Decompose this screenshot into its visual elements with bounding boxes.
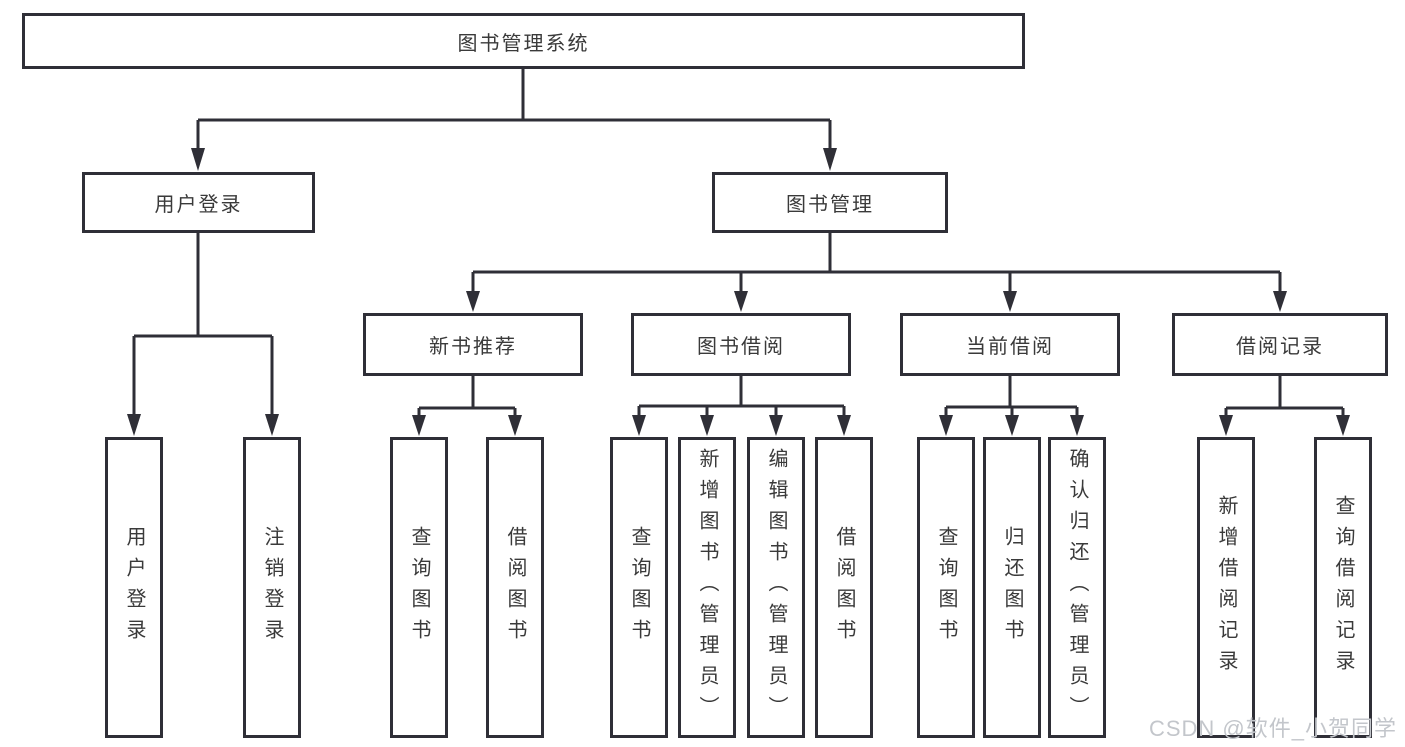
node-current-borrowing: 当前借阅	[900, 313, 1120, 376]
leaf-query-books-current: 查询图书	[917, 437, 975, 738]
leaf-borrow-books-recommend: 借阅图书	[486, 437, 544, 738]
leaf-return-book: 归还图书	[983, 437, 1041, 738]
arrowhead-down-icon	[412, 415, 522, 436]
node-borrowing-records: 借阅记录	[1172, 313, 1388, 376]
arrowhead-down-icon	[632, 415, 851, 436]
leaf-add-borrow-record: 新增借阅记录	[1197, 437, 1255, 738]
connector-book-management-to-level3	[466, 233, 1287, 312]
connector-new-book-recommend-to-leaves	[412, 376, 522, 436]
connector-root-to-level2	[191, 69, 837, 171]
leaf-edit-book-admin: 编辑图书（管理员）	[747, 437, 805, 738]
watermark: CSDN @软件_小贺同学	[1148, 716, 1397, 741]
node-book-borrowing: 图书借阅	[631, 313, 851, 376]
arrowhead-down-icon	[1219, 415, 1350, 436]
connector-current-borrowing-to-leaves	[939, 376, 1084, 436]
arrowhead-down-icon	[466, 291, 1287, 312]
arrowhead-down-icon	[939, 415, 1084, 436]
connector-user-login-to-leaves	[127, 233, 279, 436]
leaf-user-login: 用户登录	[105, 437, 163, 738]
leaf-query-borrow-record: 查询借阅记录	[1314, 437, 1372, 738]
connector-line	[417, 376, 517, 417]
leaf-query-books-borrowing: 查询图书	[610, 437, 668, 738]
leaf-confirm-return-admin: 确认归还（管理员）	[1048, 437, 1106, 738]
connector-line	[471, 233, 1282, 292]
connector-line	[1224, 376, 1345, 417]
node-user-login-group: 用户登录	[82, 172, 315, 233]
connector-line	[944, 376, 1079, 417]
node-library-management-system: 图书管理系统	[22, 13, 1025, 69]
connector-line	[637, 376, 846, 417]
leaf-borrow-books-borrowing: 借阅图书	[815, 437, 873, 738]
arrowhead-down-icon	[191, 148, 837, 171]
leaf-add-book-admin: 新增图书（管理员）	[678, 437, 736, 738]
node-new-book-recommend: 新书推荐	[363, 313, 583, 376]
connector-book-borrowing-to-leaves	[632, 376, 851, 436]
arrowhead-down-icon	[127, 414, 279, 436]
connector-line	[196, 69, 832, 150]
node-book-management: 图书管理	[712, 172, 948, 233]
connector-borrowing-records-to-leaves	[1219, 376, 1350, 436]
leaf-logout: 注销登录	[243, 437, 301, 738]
leaf-query-books-recommend: 查询图书	[390, 437, 448, 738]
connector-line	[132, 233, 274, 416]
